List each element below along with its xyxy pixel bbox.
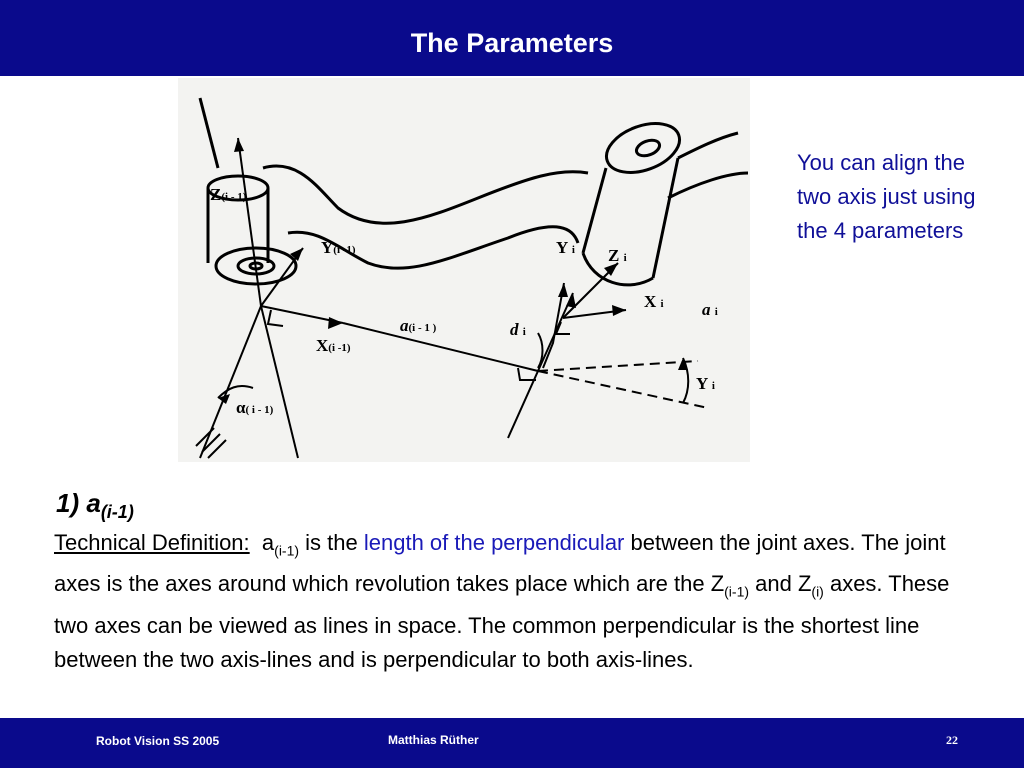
definition-label: Technical Definition:: [54, 530, 250, 555]
footer-course: Robot Vision SS 2005: [96, 734, 220, 748]
z-i-axis-lower: [507, 370, 539, 439]
robot-link-figure: Z(i - 1) Y(i -1) X(i -1) a(i - 1 ) α( i …: [178, 78, 750, 462]
link-diagram-drawing: [195, 97, 749, 459]
z-prev-axis: [237, 137, 262, 307]
label-d-i: d i: [510, 320, 526, 339]
footer-bar: Robot Vision SS 2005 Matthias Rüther 22: [0, 718, 1024, 768]
label-a-i: a i: [702, 300, 718, 319]
z-prev-axis-lower: [260, 305, 299, 459]
arm-upper-edge: [262, 164, 589, 225]
footer-author: Matthias Rüther: [388, 733, 479, 747]
page-number: 22: [946, 733, 958, 747]
text-1: is the: [299, 530, 364, 555]
text-2: between the joint axes. The joint axes i…: [54, 530, 946, 597]
definition-paragraph: Technical Definition: a(i-1) is the leng…: [54, 526, 984, 677]
side-note: You can align the two axis just using th…: [797, 150, 976, 243]
z2-sub: (i): [811, 583, 824, 600]
y-i-dashed: [537, 370, 709, 409]
slide-title: The Parameters: [410, 28, 614, 58]
right-arm-edge: [677, 131, 739, 160]
common-normal: [342, 322, 539, 372]
label-z-prev: Z(i - 1): [210, 185, 247, 204]
left-post-edge: [198, 97, 220, 169]
label-z-i: Z i: [608, 246, 627, 265]
x-i-dashed: [537, 360, 699, 372]
tilted-axis: [199, 305, 262, 459]
highlight-text: length of the perpendicular: [363, 530, 625, 555]
label-a-prev: a(i - 1 ): [400, 316, 437, 335]
def-variable: a: [261, 530, 275, 555]
label-alpha-prev: α( i - 1): [236, 398, 274, 417]
arm-lower-edge: [287, 225, 580, 270]
alpha-arc: [217, 385, 254, 399]
title-bar: The Parameters: [0, 0, 1024, 76]
label-y-i-right: Y i: [696, 374, 715, 393]
right-arm-lower: [667, 171, 749, 200]
y-i-top-axis: [542, 282, 565, 369]
label-y-prev: Y(i -1): [321, 238, 356, 257]
label-x-prev: X(i -1): [316, 336, 351, 355]
label-x-i: X i: [644, 292, 664, 311]
text-3: and Z: [749, 571, 812, 597]
label-y-i-top: Y i: [556, 238, 575, 257]
text-4: axes. These two axes can be viewed as li…: [54, 571, 950, 672]
section-heading: 1) a(i-1): [56, 488, 134, 523]
z1-sub: (i-1): [724, 583, 750, 600]
def-variable-sub: (i-1): [274, 542, 300, 559]
